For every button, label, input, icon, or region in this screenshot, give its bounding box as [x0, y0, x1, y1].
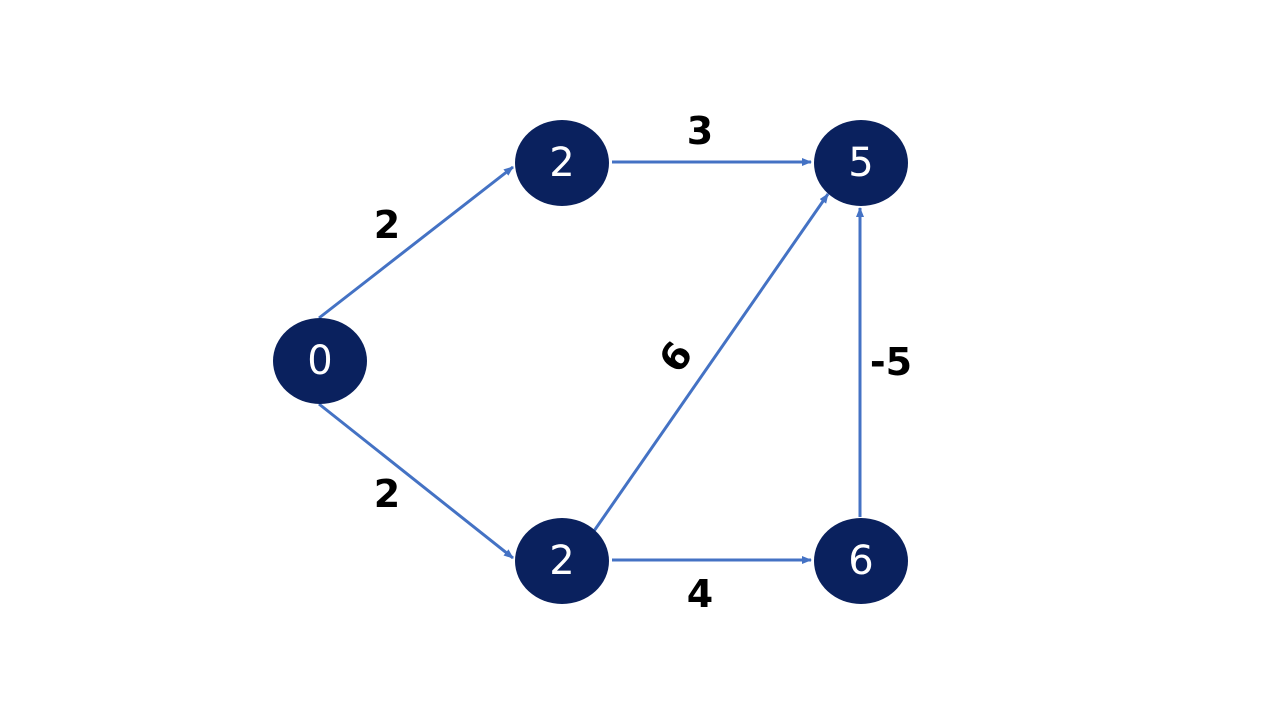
edge-d-c — [592, 193, 830, 532]
edge-weight-d-e: 4 — [687, 572, 713, 616]
node-c: 5 — [814, 120, 908, 206]
edge-weight-a-d: 2 — [374, 472, 400, 516]
node-b: 2 — [515, 120, 609, 206]
node-d-label: 2 — [549, 538, 574, 584]
edge-a-b — [318, 165, 514, 320]
edge-weight-b-c: 3 — [687, 109, 713, 153]
edge-weight-a-b: 2 — [374, 203, 400, 247]
node-a: 0 — [273, 318, 367, 404]
node-c-label: 5 — [848, 140, 873, 186]
edge-a-d — [318, 402, 514, 560]
edge-weight-d-c: 6 — [650, 334, 701, 381]
node-b-label: 2 — [549, 140, 574, 186]
node-e: 6 — [814, 518, 908, 604]
edge-weight-e-c: -5 — [870, 340, 912, 384]
node-d: 2 — [515, 518, 609, 604]
node-a-label: 0 — [307, 338, 332, 384]
node-e-label: 6 — [848, 538, 873, 584]
